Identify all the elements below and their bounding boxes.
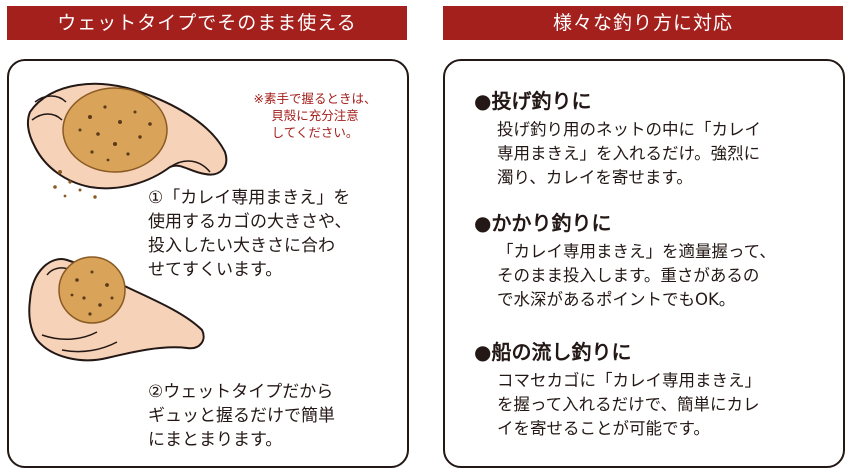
hand-scooping-illustration bbox=[26, 82, 228, 199]
step-1-line-4: せてすくいます。 bbox=[148, 260, 283, 280]
method-1-title: ●投げ釣りに bbox=[474, 89, 592, 113]
method-2-body: 「カレイ専用まきえ」を適量握って、 そのまま投入します。重さがあるの で水深があ… bbox=[497, 240, 776, 312]
left-heading-text: ウェットタイプでそのまま使える bbox=[57, 12, 357, 34]
method-1-body: 投げ釣り用のネットの中に「カレイ 専用まきえ」を入れるだけ。強烈に 濁り、カレイ… bbox=[497, 118, 761, 190]
step-2-line-3: にまとまります。 bbox=[148, 430, 283, 450]
method-2-line-3: で水深があるポイントでもOK。 bbox=[497, 290, 736, 309]
right-panel bbox=[443, 59, 845, 468]
method-3-line-2: を握って入れるだけで、簡単にカレ bbox=[497, 395, 760, 414]
method-3-line-1: コマセカゴに「カレイ専用まきえ」 bbox=[497, 371, 761, 390]
step-2-line-2: ギュッと握るだけで簡単 bbox=[148, 406, 335, 426]
note-line-1: ※素手で握るときは、 bbox=[253, 91, 377, 106]
safety-note: ※素手で握るときは、 貝殻に充分注意 してください。 bbox=[240, 90, 390, 141]
method-3-line-3: イを寄せることが可能です。 bbox=[497, 419, 710, 438]
method-3-body: コマセカゴに「カレイ専用まきえ」 を握って入れるだけで、簡単にカレ イを寄せるこ… bbox=[497, 369, 761, 441]
method-2-line-1: 「カレイ専用まきえ」を適量握って、 bbox=[497, 242, 776, 261]
right-heading-banner: 様々な釣り方に対応 bbox=[443, 6, 843, 40]
method-2-line-2: そのまま投入します。重さがあるの bbox=[497, 266, 760, 285]
step-1-line-1: ①「カレイ専用まきえ」を bbox=[148, 188, 351, 208]
note-line-3: してください。 bbox=[271, 125, 359, 140]
method-1-line-1: 投げ釣り用のネットの中に「カレイ bbox=[497, 120, 761, 139]
note-line-2: 貝殻に充分注意 bbox=[271, 108, 359, 123]
hand-holding-ball-illustration bbox=[28, 256, 205, 362]
step-1-line-3: 投入したい大きさに合わ bbox=[148, 236, 335, 256]
method-3-title: ●船の流し釣りに bbox=[474, 340, 632, 364]
step-1-line-2: 使用するカゴの大きさや、 bbox=[148, 212, 352, 232]
method-2-title: ●かかり釣りに bbox=[474, 211, 612, 235]
step-2-text: ②ウェットタイプだから ギュッと握るだけで簡単 にまとまります。 bbox=[148, 380, 335, 452]
right-heading-text: 様々な釣り方に対応 bbox=[552, 12, 733, 34]
left-heading-banner: ウェットタイプでそのまま使える bbox=[7, 6, 407, 40]
step-2-line-1: ②ウェットタイプだから bbox=[148, 382, 334, 402]
method-1-line-2: 専用まきえ」を入れるだけ。強烈に bbox=[497, 144, 761, 163]
method-1-line-3: 濁り、カレイを寄せます。 bbox=[497, 168, 693, 187]
step-1-text: ①「カレイ専用まきえ」を 使用するカゴの大きさや、 投入したい大きさに合わ せて… bbox=[148, 186, 352, 282]
